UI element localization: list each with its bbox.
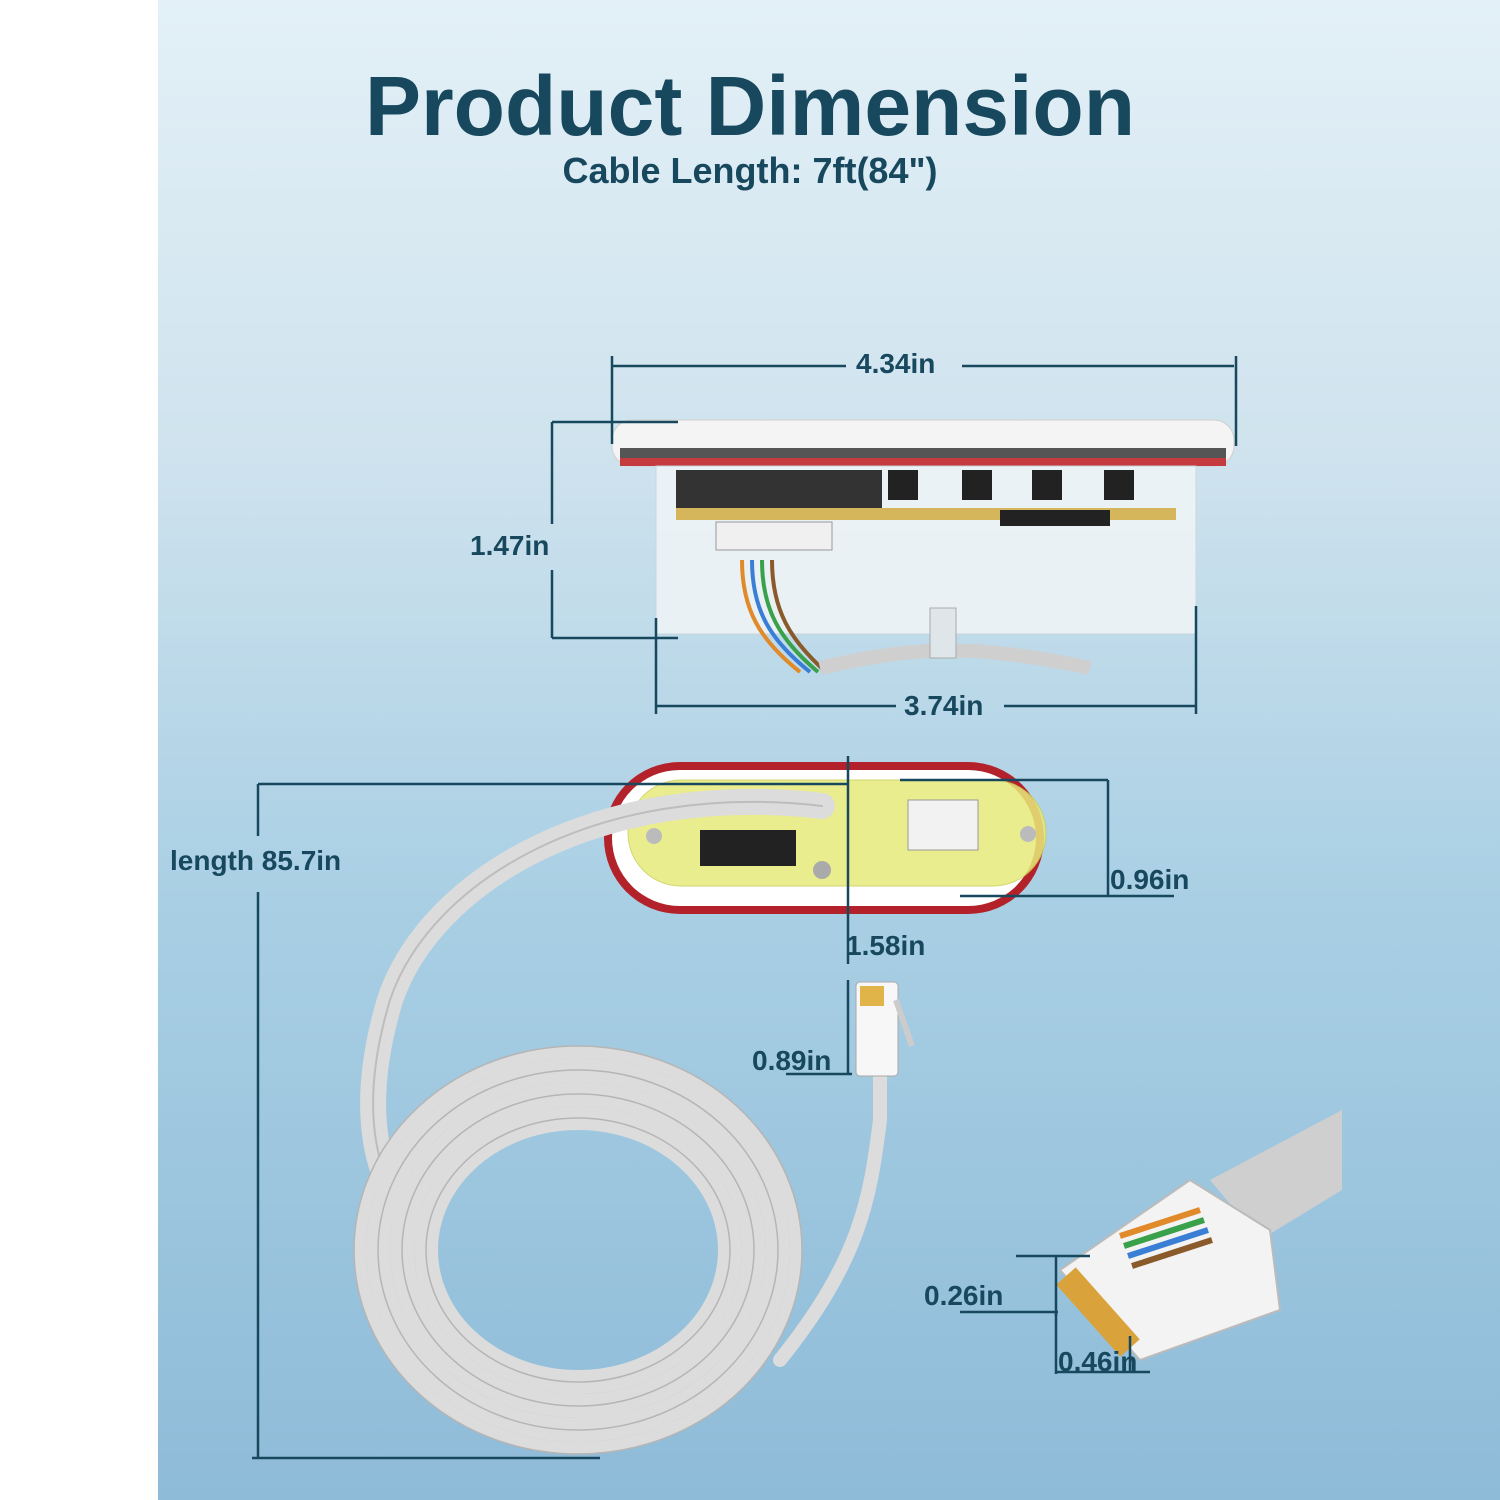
dim-height: 1.47in bbox=[470, 530, 550, 561]
rj45-plug bbox=[1056, 1110, 1342, 1362]
dim-bottom-width: 3.74in bbox=[904, 690, 984, 721]
dim-plug-height: 0.26in bbox=[924, 1280, 1004, 1311]
page-title: Product Dimension bbox=[364, 59, 1136, 153]
dimension-lines bbox=[550, 356, 1238, 714]
device-side-view bbox=[611, 419, 1235, 675]
page-subtitle: Cable Length: 7ft(84") bbox=[562, 150, 938, 191]
dim-small-plug: 0.89in bbox=[752, 1045, 832, 1076]
dim-oval-width: 1.58in bbox=[846, 930, 926, 961]
dim-plug-width: 0.46in bbox=[1058, 1346, 1138, 1377]
dim-top-width: 4.34in bbox=[856, 348, 936, 379]
dim-oval-height: 0.96in bbox=[1110, 864, 1190, 895]
dim-cable-length: length 85.7in bbox=[170, 845, 342, 876]
small-plug bbox=[855, 981, 915, 1077]
cable-coil bbox=[354, 788, 887, 1454]
